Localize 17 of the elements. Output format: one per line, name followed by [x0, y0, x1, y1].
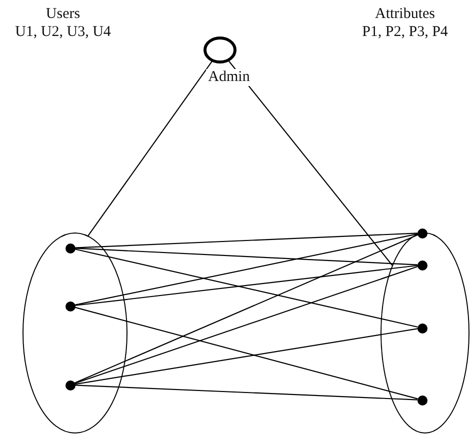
group-heading: Attributes: [375, 6, 435, 23]
connector-line: [74, 234, 418, 384]
connector-line: [74, 264, 418, 306]
connector-line: [74, 248, 418, 328]
group-heading: Users: [46, 6, 80, 23]
connector-line: [74, 384, 418, 400]
connector-line: [74, 328, 418, 385]
member-list: U1, U2, U3, U4: [15, 24, 111, 41]
connector-line: [74, 248, 418, 266]
node-label: Admin: [206, 69, 252, 86]
connector-line: [74, 266, 418, 384]
connector-line: [87, 60, 212, 236]
member-list: P1, P2, P3, P4: [362, 24, 448, 41]
connector-line: [74, 233, 418, 306]
connector-line: [74, 232, 418, 248]
connector-line: [74, 306, 418, 400]
connector-line: [228, 60, 393, 266]
